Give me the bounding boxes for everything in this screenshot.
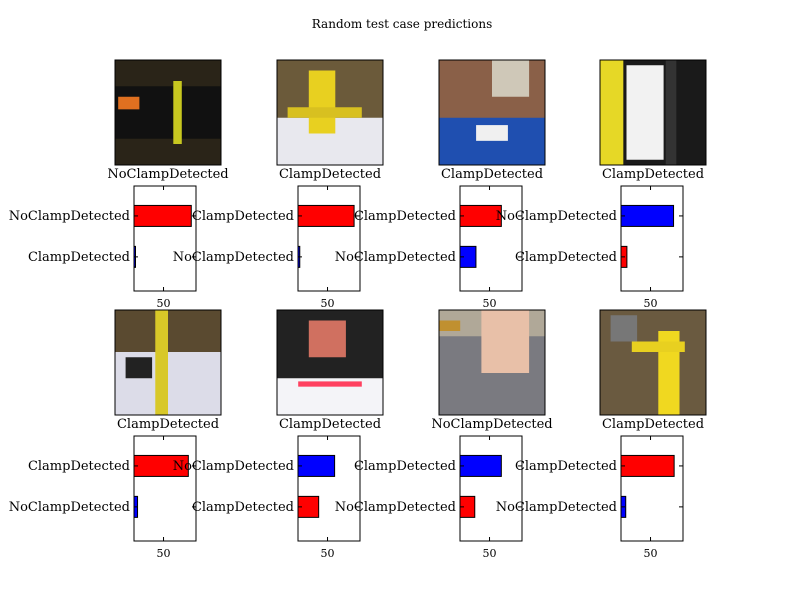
panel-8: ClampDetectedClampDetectedNoClampDetecte… <box>496 309 707 560</box>
image-frame <box>276 309 384 416</box>
photo-shape <box>610 315 638 342</box>
photo-8 <box>600 310 706 415</box>
xtick-label: 50 <box>483 547 497 560</box>
image-frame <box>599 59 707 166</box>
image-title: NoClampDetected <box>107 167 228 182</box>
photo-shape <box>287 107 362 118</box>
photo-4 <box>600 60 706 165</box>
xtick-label: 50 <box>321 297 335 310</box>
bar-NoClampDetected <box>133 204 192 227</box>
image-title: ClampDetected <box>279 417 381 432</box>
category-label: ClampDetected <box>354 209 456 224</box>
image-title: ClampDetected <box>117 417 219 432</box>
category-label: ClampDetected <box>354 459 456 474</box>
category-label: NoClampDetected <box>335 500 456 515</box>
xtick-label: 50 <box>644 297 658 310</box>
image-title: NoClampDetected <box>431 417 552 432</box>
image-frame <box>114 59 222 166</box>
axes-frame <box>459 435 523 542</box>
figure-title: Random test case predictions <box>312 17 493 31</box>
photo-shape <box>308 320 346 358</box>
photo-shape <box>492 60 530 97</box>
image-title: ClampDetected <box>602 417 704 432</box>
image-frame <box>599 309 707 416</box>
photo-shape <box>476 125 508 141</box>
panel-7: NoClampDetectedClampDetectedNoClampDetec… <box>335 309 553 560</box>
photo-2 <box>277 60 383 165</box>
panel-3: ClampDetectedClampDetectedNoClampDetecte… <box>335 59 546 310</box>
image-title: ClampDetected <box>441 167 543 182</box>
photo-shape <box>173 81 182 144</box>
category-label: ClampDetected <box>515 250 617 265</box>
photo-shape <box>115 86 221 139</box>
photo-shape <box>481 310 530 373</box>
category-label: ClampDetected <box>28 459 130 474</box>
axes-frame <box>297 185 361 292</box>
photo-7 <box>439 310 545 415</box>
category-label: NoClampDetected <box>9 209 130 224</box>
axes-frame <box>620 435 684 542</box>
category-label: ClampDetected <box>192 209 294 224</box>
axes-frame <box>459 185 523 292</box>
photo-shape <box>125 357 153 379</box>
photo-shape <box>155 310 168 415</box>
panel-6: ClampDetectedNoClampDetectedClampDetecte… <box>173 309 384 560</box>
panels: NoClampDetectedNoClampDetectedClampDetec… <box>9 59 707 560</box>
photo-6 <box>277 310 383 415</box>
photo-3 <box>439 60 545 165</box>
category-label: ClampDetected <box>515 459 617 474</box>
panel-4: ClampDetectedNoClampDetectedClampDetecte… <box>496 59 707 310</box>
category-label: NoClampDetected <box>173 250 294 265</box>
photo-shape <box>298 381 362 387</box>
photo-shape <box>600 60 624 165</box>
image-title: ClampDetected <box>279 167 381 182</box>
category-label: NoClampDetected <box>496 209 617 224</box>
xtick-label: 50 <box>157 297 171 310</box>
image-frame <box>276 59 384 166</box>
bar-ClampDetected <box>620 454 675 477</box>
axes-frame <box>133 185 197 292</box>
photo-shape <box>631 341 685 352</box>
panel-1: NoClampDetectedNoClampDetectedClampDetec… <box>9 59 229 310</box>
panel-2: ClampDetectedClampDetectedNoClampDetecte… <box>173 59 384 310</box>
axes-frame <box>620 185 684 292</box>
image-frame <box>114 309 222 416</box>
category-label: NoClampDetected <box>335 250 456 265</box>
bar-NoClampDetected <box>620 204 675 227</box>
xtick-label: 50 <box>483 297 497 310</box>
image-title: ClampDetected <box>602 167 704 182</box>
photo-shape <box>308 70 336 134</box>
photo-shape <box>439 320 461 331</box>
photo-shape <box>626 65 664 160</box>
panel-5: ClampDetectedClampDetectedNoClampDetecte… <box>9 309 222 560</box>
photo-5 <box>115 310 221 415</box>
bar-ClampDetected <box>297 204 355 227</box>
axes-frame <box>133 435 197 542</box>
photo-shape <box>665 60 677 165</box>
bar-ClampDetected <box>459 454 502 477</box>
category-label: ClampDetected <box>192 500 294 515</box>
axes-frame <box>297 435 361 542</box>
photo-shape <box>118 96 140 110</box>
category-label: NoClampDetected <box>496 500 617 515</box>
photo-1 <box>115 60 221 165</box>
category-label: ClampDetected <box>28 250 130 265</box>
photo-shape <box>439 117 545 165</box>
category-label: NoClampDetected <box>173 459 294 474</box>
xtick-label: 50 <box>321 547 335 560</box>
image-frame <box>438 309 546 416</box>
xtick-label: 50 <box>644 547 658 560</box>
image-frame <box>438 59 546 166</box>
bar-NoClampDetected <box>297 454 336 477</box>
xtick-label: 50 <box>157 547 171 560</box>
category-label: NoClampDetected <box>9 500 130 515</box>
